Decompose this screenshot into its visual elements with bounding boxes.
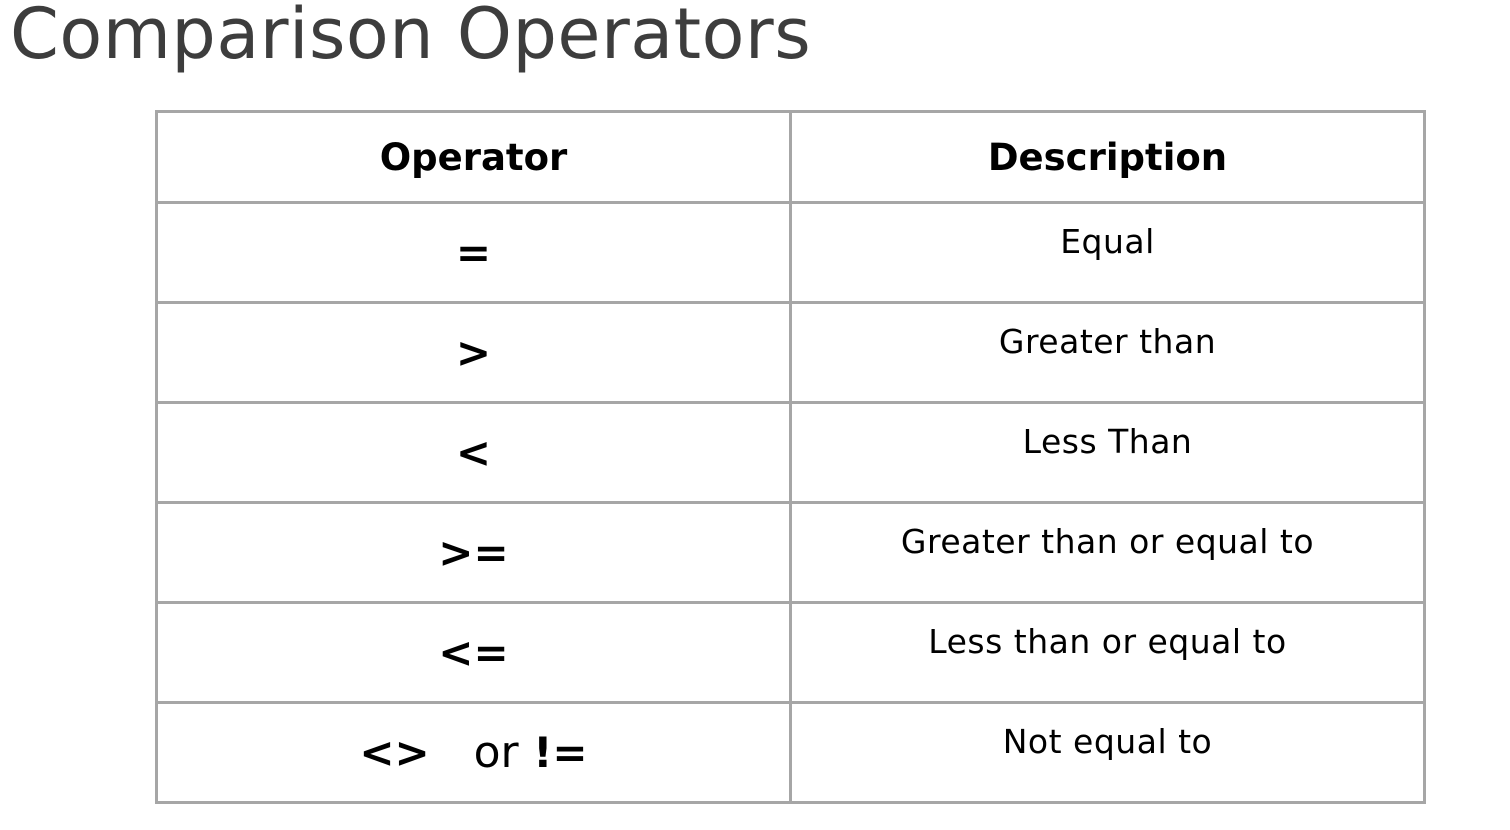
table-row: = Equal xyxy=(155,201,1426,304)
page-title: Comparison Operators xyxy=(10,0,812,75)
description-cell: Not equal to xyxy=(789,701,1426,804)
description-cell: Less than or equal to xyxy=(789,601,1426,704)
operator-cell: < xyxy=(155,401,792,504)
operator-cell: <= xyxy=(155,601,792,704)
description-cell: Greater than xyxy=(789,301,1426,404)
operator-not-equal-diamond: <> xyxy=(359,728,430,777)
operator-cell: <> or != xyxy=(155,701,792,804)
table-row: < Less Than xyxy=(155,401,1426,504)
operator-cell: > xyxy=(155,301,792,404)
operators-table: Operator Description = Equal > Greater t… xyxy=(155,110,1426,804)
operator-cell: = xyxy=(155,201,792,304)
description-cell: Greater than or equal to xyxy=(789,501,1426,604)
column-header-operator: Operator xyxy=(155,110,792,204)
table-row: <= Less than or equal to xyxy=(155,601,1426,704)
column-header-description: Description xyxy=(789,110,1426,204)
operator-not-equal-bang: != xyxy=(533,728,588,777)
table-row: >= Greater than or equal to xyxy=(155,501,1426,604)
table-row: > Greater than xyxy=(155,301,1426,404)
operator-or-label: or xyxy=(473,727,519,778)
description-cell: Less Than xyxy=(789,401,1426,504)
table-row: <> or != Not equal to xyxy=(155,701,1426,804)
operator-cell: >= xyxy=(155,501,792,604)
table-header-row: Operator Description xyxy=(155,110,1426,204)
description-cell: Equal xyxy=(789,201,1426,304)
